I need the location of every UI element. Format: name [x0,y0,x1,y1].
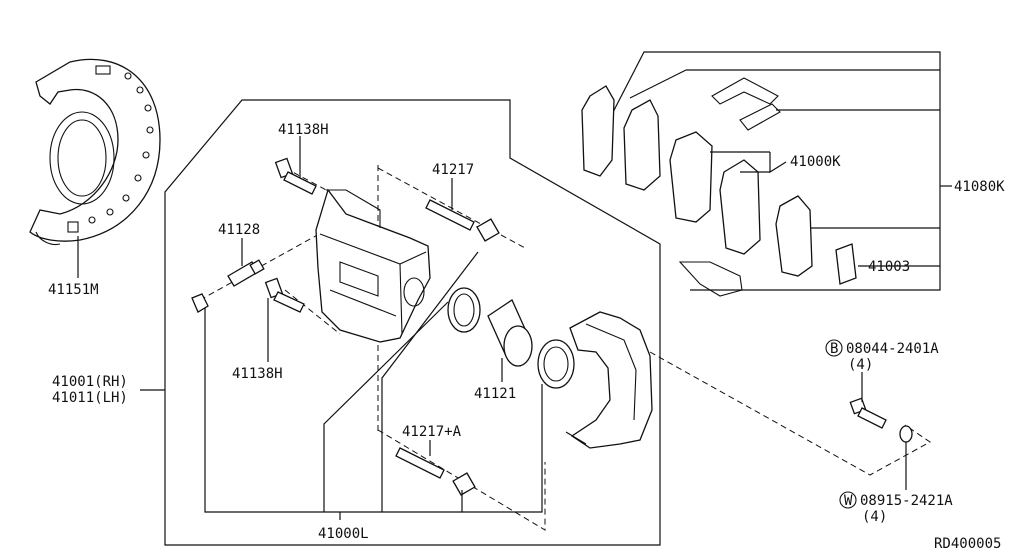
label-41011lh: 41011(LH) [52,390,128,406]
piston-drawing [487,299,533,367]
bolt-callout: B 08044-2401A (4) [825,339,939,373]
label-41121: 41121 [474,386,516,402]
slide-pin-upper-drawing [425,199,500,242]
label-08915-2421a: 08915-2421A [860,493,953,509]
label-41001rh: 41001(RH) [52,374,128,390]
pad-clips-drawing [678,77,781,297]
label-41000k: 41000K [790,154,841,170]
guide-bolt-upper-drawing [274,157,317,195]
brake-pads-drawing [581,85,813,277]
bleeder-screw-drawing [227,259,265,287]
label-41217a: 41217+A [402,424,462,440]
pad-shim-drawing [835,243,857,285]
label-41217: 41217 [432,162,474,178]
bolt-qty: (4) [848,357,873,373]
caliper-assembly-boundary [164,99,661,546]
diagram-code: RD400005 [934,536,1001,552]
label-41138h-upper: 41138H [278,122,329,138]
bleeder-cap-drawing [191,293,209,313]
pad-kit-leaders [710,151,787,174]
assembly-tree-lines [204,251,543,520]
label-41000l: 41000L [318,526,369,542]
label-41080k: 41080K [954,179,1005,195]
label-08044-2401a: 08044-2401A [846,341,939,357]
label-41003: 41003 [868,259,910,275]
washer-drawing [899,425,913,443]
torque-member-drawing [565,311,653,449]
label-41151m: 41151M [48,282,99,298]
mounting-bolt-drawing [849,397,887,429]
caliper-body-drawing [315,188,431,343]
guide-bolt-lower-drawing [264,277,305,313]
label-41138h-lower: 41138H [232,366,283,382]
washer-marker: W [844,493,853,509]
pad-set-tree-lines [629,69,952,229]
washer-callout: W 08915-2421A (4) [839,491,953,525]
pad-set-boundary [609,51,941,291]
splash-shield-drawing [29,58,161,246]
piston-seal-drawing [447,287,481,333]
washer-qty: (4) [862,509,887,525]
dust-boot-drawing [537,339,575,389]
label-41128: 41128 [218,222,260,238]
bolt-marker: B [830,341,838,357]
slide-pin-lower-drawing [395,447,476,496]
